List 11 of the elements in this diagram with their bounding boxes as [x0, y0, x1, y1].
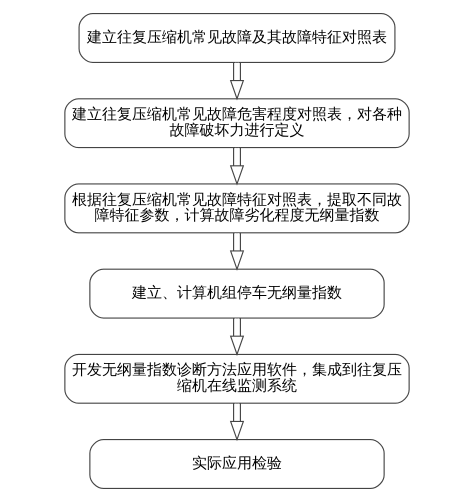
arrow: [230, 62, 244, 100]
arrow: [230, 147, 244, 186]
node-box: 建立往复压缩机常见故障危害程度对照表，对各种故障破坏力进行定义: [64, 98, 410, 148]
node-box: 开发无纲量指数诊断方法应用软件，集成到往复压缩机在线监测系统: [64, 353, 410, 404]
arrow: [230, 232, 244, 270]
node-box: 建立往复压缩机常见故障及其故障特征对照表: [78, 12, 396, 62]
arrow: [230, 403, 244, 441]
arrow: [230, 318, 244, 356]
node-box: 根据往复压缩机常见故障特征对照表，提取不同故障特征参数，计算故障劣化程度无纲量指数: [64, 182, 410, 233]
node-box: 建立、计算机组停车无纲量指数: [89, 268, 385, 318]
node-box: 实际应用检验: [89, 438, 385, 489]
